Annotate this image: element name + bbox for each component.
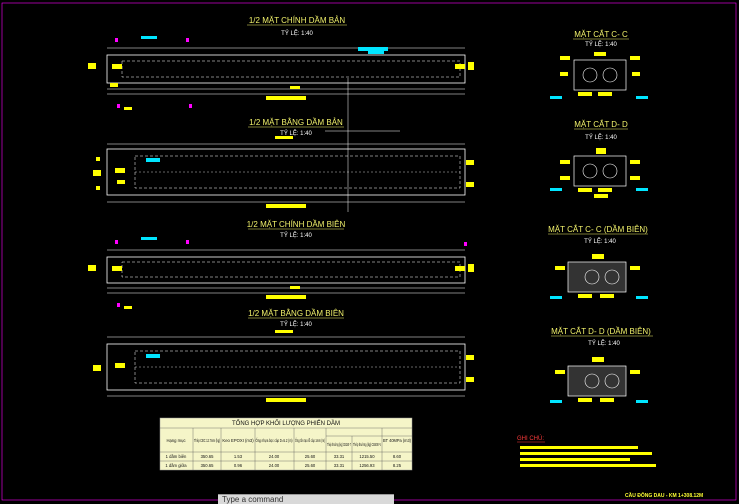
section-title: MẶT CẮT C- C <box>574 30 628 39</box>
elevation-main-slab-beam[interactable]: 1/2 MẶT CHÍNH DẦM BẢN TỶ LỆ: 1:40 <box>88 15 474 110</box>
elevation-scale: TỶ LỆ: 1:40 <box>280 129 312 137</box>
section-title: MẶT CẮT C- C (DẦM BIÊN) <box>548 224 648 234</box>
section-scale: TỶ LỆ: 1:40 <box>585 40 617 48</box>
svg-text:24.00: 24.00 <box>269 463 280 468</box>
notes-title: GHI CHÚ: <box>517 435 544 442</box>
svg-text:25.60: 25.60 <box>305 454 316 459</box>
plan-edge-beam[interactable]: 1/2 MẶT BẰNG DẦM BIÊN TỶ LỆ: 1:40 <box>93 308 474 402</box>
svg-text:1256.93: 1256.93 <box>359 463 375 468</box>
svg-text:33.31: 33.31 <box>334 454 345 459</box>
section-title: MẶT CẮT D- D <box>574 120 628 129</box>
table-header: Thép thường (kg) CB240-T <box>327 442 351 447</box>
quantity-table[interactable]: TỔNG HỢP KHỐI LƯỢNG PHIẾN DẦM Hạng mục T… <box>159 417 413 471</box>
plan-slab-beam[interactable]: 1/2 MẶT BẰNG DẦM BẢN TỶ LỆ: 1:40 <box>93 117 474 208</box>
section-c-c[interactable]: MẶT CẮT C- C TỶ LỆ: 1:40 <box>550 30 648 99</box>
elevation-title: 1/2 MẶT BẰNG DẦM BIÊN <box>248 308 344 318</box>
svg-text:1215.50: 1215.50 <box>359 454 375 459</box>
svg-text:33.31: 33.31 <box>334 463 345 468</box>
table-row: 1 dầm giữa 350.65 0.96 24.00 25.60 33.31… <box>165 463 401 468</box>
table-header: Thép CĐC 12.7mm (kg) <box>194 438 220 443</box>
svg-text:24.00: 24.00 <box>269 454 280 459</box>
svg-text:8.60: 8.60 <box>393 454 402 459</box>
svg-text:350.65: 350.65 <box>201 454 214 459</box>
table-title: TỔNG HỢP KHỐI LƯỢNG PHIẾN DẦM <box>232 420 340 427</box>
section-d-d-edge-beam[interactable]: MẶT CẮT D- D (DẦM BIÊN) TỶ LỆ: 1:40 <box>550 326 653 403</box>
section-scale: TỶ LỆ: 1:40 <box>585 133 617 141</box>
elevation-title: 1/2 MẶT CHÍNH DẦM BẢN <box>249 15 346 25</box>
table-header: Hạng mục <box>166 438 185 443</box>
elevation-scale: TỶ LỆ: 1:40 <box>280 231 312 239</box>
command-line-input[interactable]: Type a command <box>218 494 394 504</box>
elevation-scale: TỶ LỆ: 1:40 <box>280 320 312 328</box>
notes-block[interactable]: GHI CHÚ: <box>517 435 656 467</box>
svg-text:1.53: 1.53 <box>234 454 243 459</box>
section-title: MẶT CẮT D- D (DẦM BIÊN) <box>551 326 651 336</box>
elevation-title: 1/2 MẶT BẰNG DẦM BẢN <box>249 117 343 127</box>
table-header: Keo EPOXI (m3) <box>222 438 254 443</box>
table-header: Thép thường (kg) CB400-V <box>353 442 381 447</box>
section-scale: TỶ LỆ: 1:40 <box>584 237 616 245</box>
svg-text:0.96: 0.96 <box>234 463 243 468</box>
table-row: 1 dầm biên 350.65 1.53 24.00 25.60 33.31… <box>166 454 402 459</box>
svg-text:8.25: 8.25 <box>393 463 402 468</box>
section-c-c-edge-beam[interactable]: MẶT CẮT C- C (DẦM BIÊN) TỶ LỆ: 1:40 <box>548 224 648 299</box>
section-d-d[interactable]: MẶT CẮT D- D TỶ LỆ: 1:40 <box>550 120 648 198</box>
table-header: BT 40MPa (m3) <box>383 438 412 443</box>
table-header: Ống nhựa bọc cáp D=5.2 (m) <box>256 438 293 443</box>
elevation-title: 1/2 MẶT CHÍNH DẦM BIÊN <box>247 219 346 229</box>
svg-text:350.65: 350.65 <box>201 463 214 468</box>
svg-text:1 dầm giữa: 1 dầm giữa <box>165 463 187 468</box>
elevation-edge-beam[interactable]: 1/2 MẶT CHÍNH DẦM BIÊN TỶ LỆ: 1:40 <box>88 219 474 309</box>
svg-text:1 dầm biên: 1 dầm biên <box>166 454 187 459</box>
title-block-project: CẦU ĐÔNG DAU - KM 1+308.12M <box>625 491 703 499</box>
svg-text:25.60: 25.60 <box>305 463 316 468</box>
elevation-scale: TỶ LỆ: 1:40 <box>281 29 313 37</box>
title-block[interactable]: CẦU ĐÔNG DAU - KM 1+308.12M <box>625 491 703 499</box>
table-header: Ống tôn tạo lỗ cáp 1mm (m) <box>295 438 325 443</box>
section-scale: TỶ LỆ: 1:40 <box>588 339 620 347</box>
